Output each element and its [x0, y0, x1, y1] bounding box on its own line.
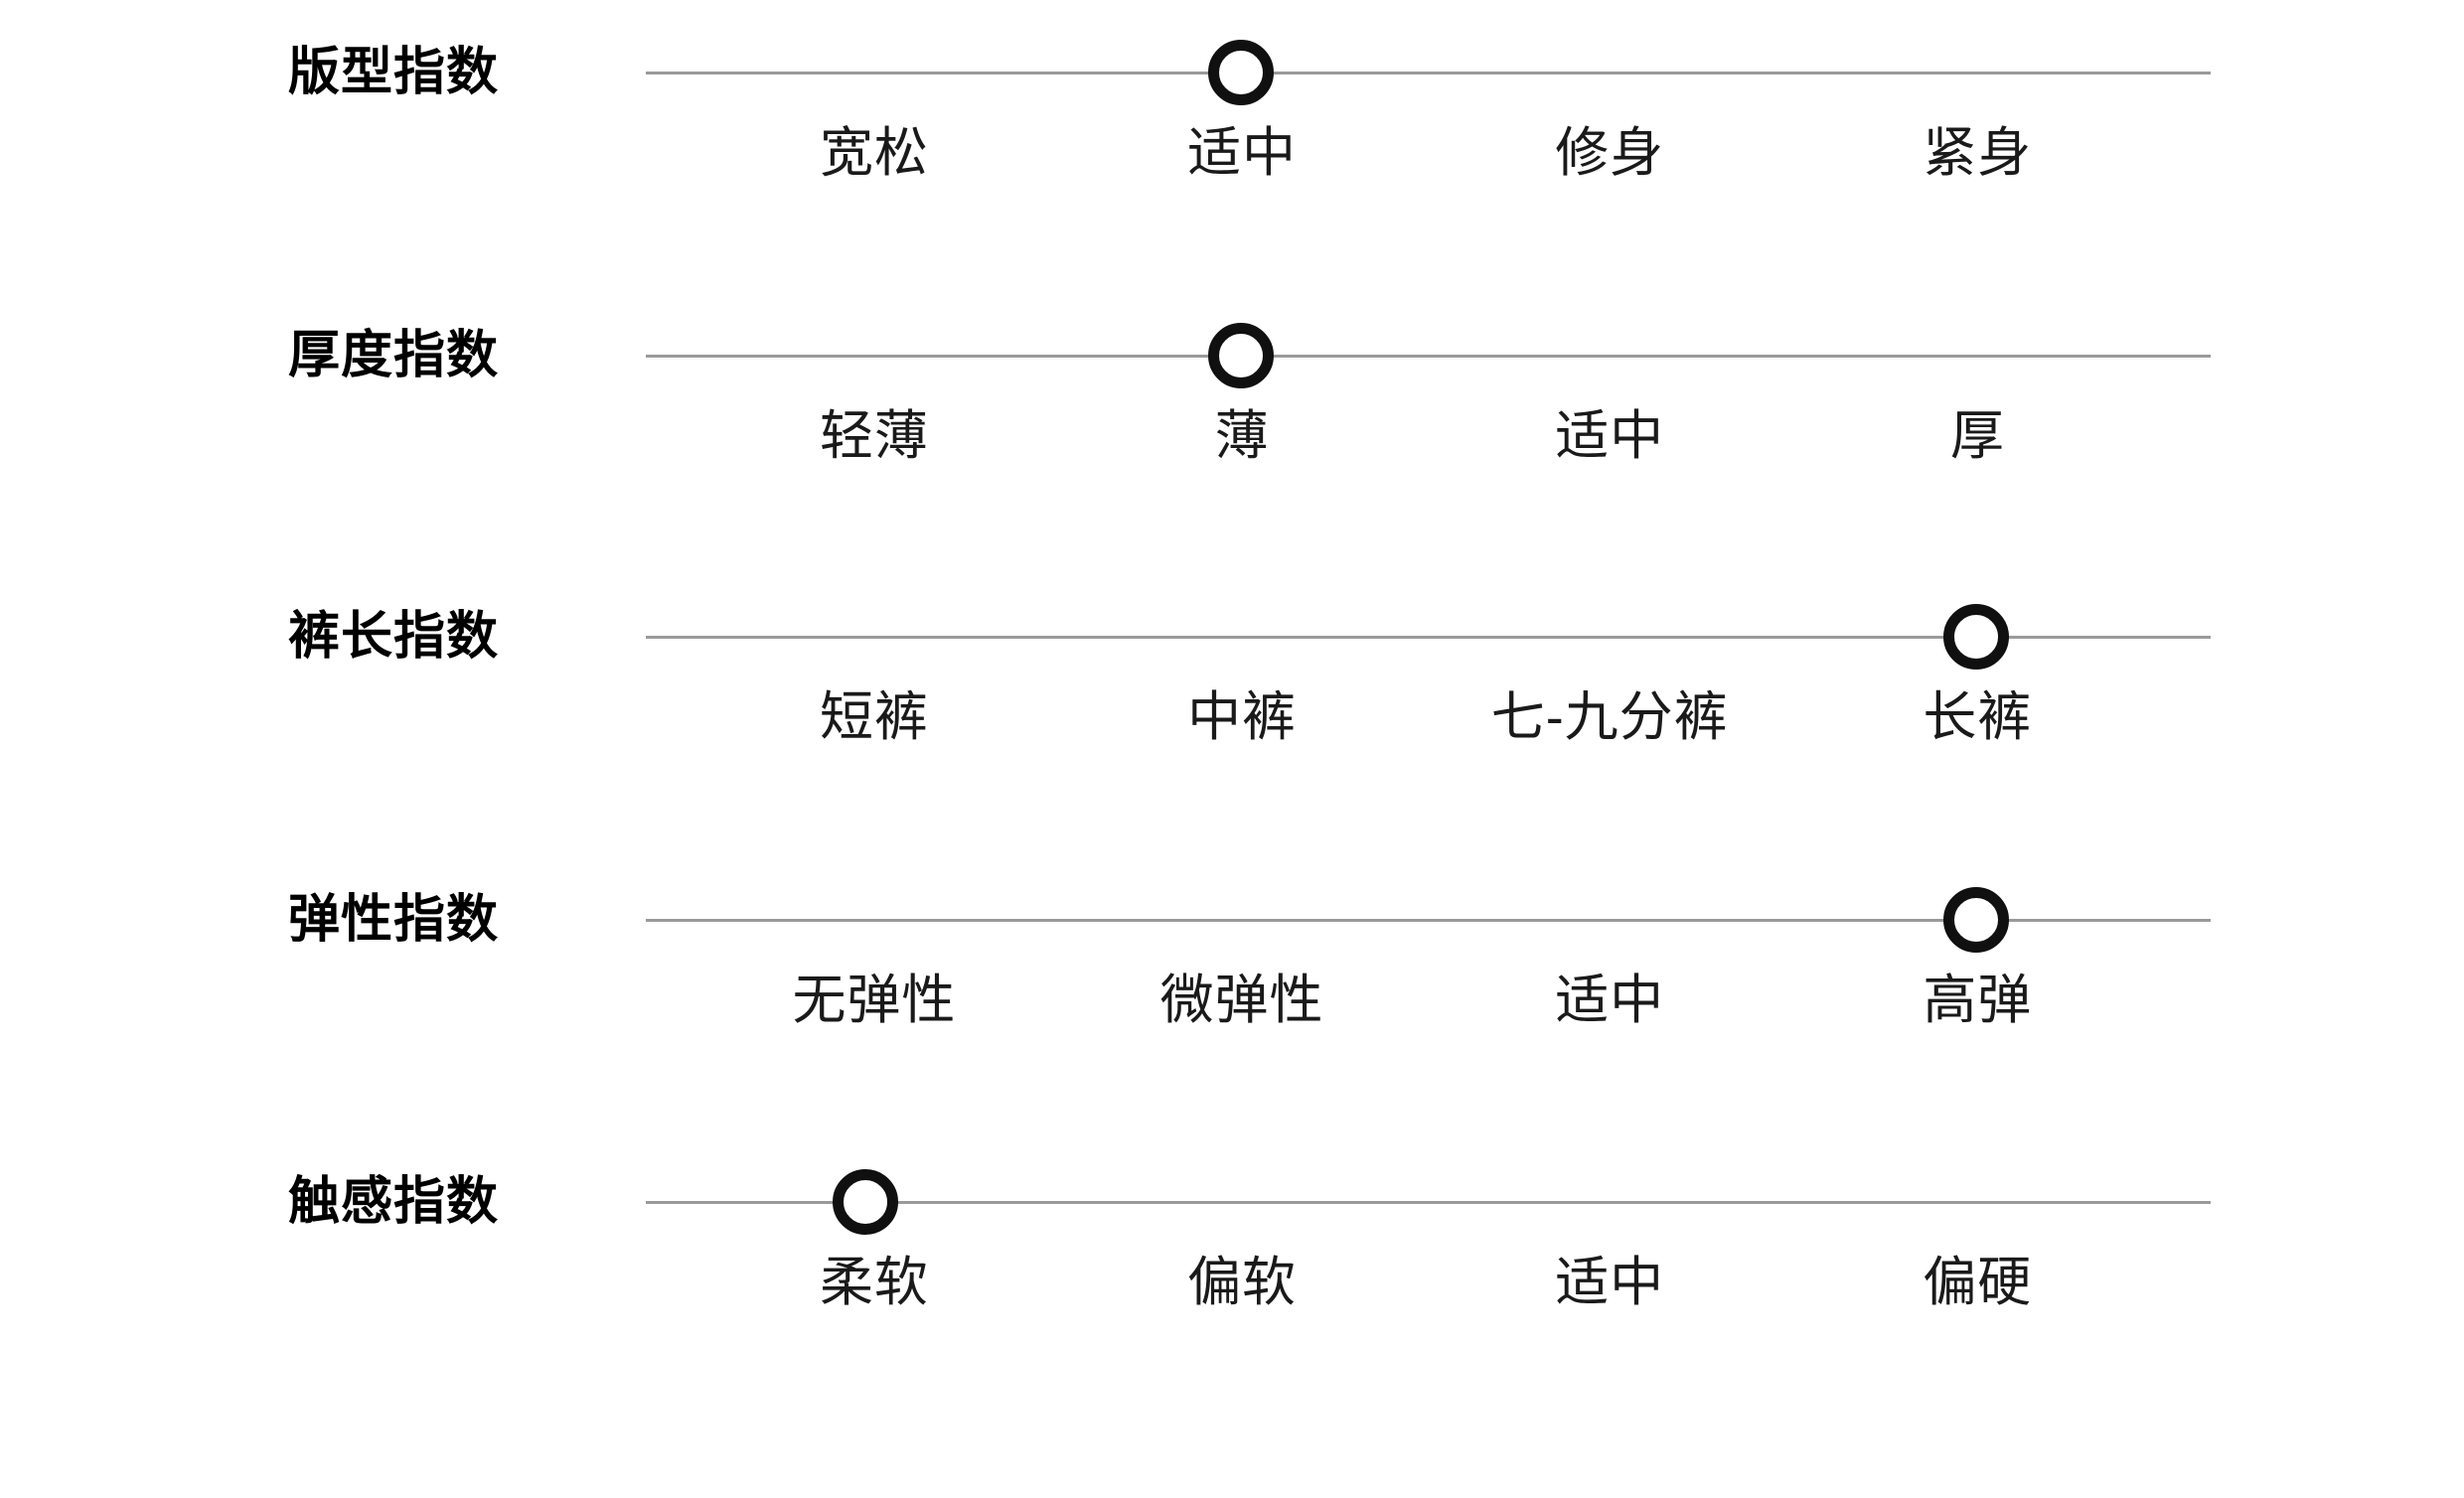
- slider-track[interactable]: [646, 1201, 2211, 1204]
- slider-option[interactable]: 七-九分裤: [1490, 687, 1729, 747]
- slider-option-labels: 无弹性 微弹性 适中 高弹: [646, 961, 2211, 1040]
- index-row: 弹性指数无弹性 微弹性 适中 高弹: [0, 865, 2464, 1104]
- slider-option[interactable]: 薄: [1214, 406, 1270, 466]
- slider-option[interactable]: 轻薄: [819, 406, 929, 466]
- slider-option-labels: 轻薄 薄 适中 厚: [646, 396, 2211, 476]
- index-row-label: 裤长指数: [288, 608, 500, 666]
- slider-option[interactable]: 宽松: [819, 123, 929, 183]
- index-row-label: 弹性指数: [288, 891, 500, 949]
- slider-option[interactable]: 适中: [1555, 971, 1665, 1030]
- index-row-label: 版型指数: [288, 44, 500, 101]
- slider-option[interactable]: 微弹性: [1159, 971, 1324, 1030]
- slider-option[interactable]: 适中: [1187, 123, 1298, 183]
- slider-knob-icon[interactable]: [832, 1169, 898, 1235]
- index-row-label: 触感指数: [288, 1173, 500, 1231]
- slider-option[interactable]: 柔软: [819, 1253, 929, 1312]
- slider-option[interactable]: 长裤: [1923, 687, 2033, 747]
- slider-option[interactable]: 中裤: [1187, 687, 1298, 747]
- slider-option-labels: 短裤 中裤 七-九分裤 长裤: [646, 677, 2211, 757]
- slider-track[interactable]: [646, 919, 2211, 922]
- slider-option[interactable]: 短裤: [819, 687, 929, 747]
- slider-option[interactable]: 偏软: [1187, 1253, 1298, 1312]
- slider-track[interactable]: [646, 72, 2211, 75]
- slider-option[interactable]: 适中: [1555, 406, 1665, 466]
- slider-option[interactable]: 高弹: [1923, 971, 2033, 1030]
- slider-option[interactable]: 无弹性: [792, 971, 957, 1030]
- slider-option-labels: 柔软 偏软 适中 偏硬: [646, 1243, 2211, 1322]
- slider-track[interactable]: [646, 355, 2211, 358]
- slider-option[interactable]: 修身: [1555, 123, 1665, 183]
- slider-knob-icon[interactable]: [1207, 40, 1274, 105]
- slider-option[interactable]: 适中: [1555, 1253, 1665, 1312]
- slider-option[interactable]: 紧身: [1923, 123, 2033, 183]
- slider-option[interactable]: 厚: [1949, 406, 2005, 466]
- index-row: 触感指数柔软 偏软 适中 偏硬: [0, 1147, 2464, 1386]
- slider-option-labels: 宽松 适中 修身 紧身: [646, 113, 2211, 193]
- index-row: 版型指数宽松 适中 修身 紧身: [0, 18, 2464, 256]
- slider-knob-icon[interactable]: [1207, 323, 1274, 388]
- slider-track[interactable]: [646, 636, 2211, 639]
- index-row: 厚度指数轻薄 薄 适中 厚: [0, 301, 2464, 539]
- index-row-label: 厚度指数: [288, 327, 500, 384]
- slider-knob-icon[interactable]: [1942, 604, 2009, 670]
- index-row: 裤长指数短裤 中裤 七-九分裤 长裤: [0, 582, 2464, 821]
- slider-option[interactable]: 偏硬: [1923, 1253, 2033, 1312]
- slider-knob-icon[interactable]: [1942, 887, 2009, 953]
